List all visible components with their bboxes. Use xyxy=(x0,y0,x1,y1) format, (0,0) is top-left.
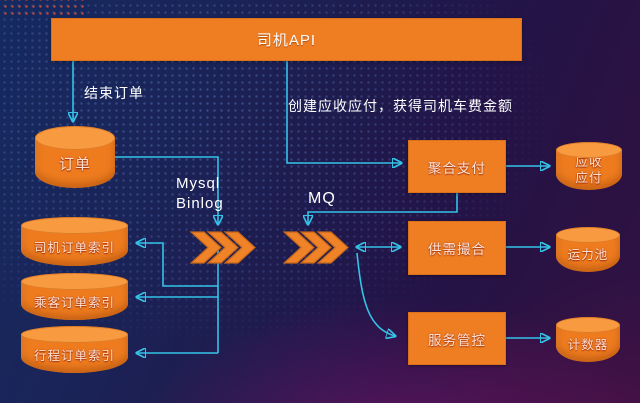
passenger-order-index-database: 乘客订单索引 xyxy=(21,273,128,320)
edge-payment-to-mq xyxy=(308,193,458,224)
mq-stream-chevrons-icon xyxy=(283,231,349,264)
capacity-pool-database: 运力池 xyxy=(556,227,620,272)
supply-demand-matching-label: 供需撮合 xyxy=(428,242,486,257)
trip-order-index-label: 行程订单索引 xyxy=(33,348,115,363)
order-database-label: 订单 xyxy=(58,155,91,173)
edge-api-to-payment xyxy=(286,61,401,163)
counter-label: 计数器 xyxy=(567,338,609,352)
service-control-box: 服务管控 xyxy=(408,312,506,365)
trip-order-index-database: 行程订单索引 xyxy=(21,326,128,373)
edge-binlog-to-driver-index xyxy=(137,243,218,287)
driver-api-label: 司机API xyxy=(256,32,317,49)
capacity-pool-label: 运力池 xyxy=(567,248,609,262)
order-database: 订单 xyxy=(35,126,115,188)
driver-api-bar: 司机API xyxy=(51,18,522,61)
edge-mq-to-control xyxy=(356,252,395,336)
mq-label: MQ xyxy=(308,190,336,207)
aggregate-payment-label: 聚合支付 xyxy=(428,160,486,176)
counter-database: 计数器 xyxy=(556,317,620,362)
service-control-label: 服务管控 xyxy=(428,332,486,348)
driver-order-index-label: 司机订单索引 xyxy=(33,240,115,255)
receivable-payable-label: 应收应付 xyxy=(575,154,603,185)
binlog-stream-chevrons-icon xyxy=(190,231,256,264)
create-receivable-label: 创建应收应付，获得司机车费金额 xyxy=(288,98,513,114)
receivable-payable-database: 应收应付 xyxy=(556,142,622,190)
mysql-binlog-label: Mysql Binlog xyxy=(176,175,224,212)
supply-demand-matching-box: 供需撮合 xyxy=(408,221,506,275)
edge-order-to-binlog xyxy=(115,156,218,224)
end-order-label: 结束订单 xyxy=(84,85,144,101)
passenger-order-index-label: 乘客订单索引 xyxy=(33,295,115,310)
driver-order-index-database: 司机订单索引 xyxy=(21,217,128,266)
aggregate-payment-box: 聚合支付 xyxy=(408,140,506,193)
